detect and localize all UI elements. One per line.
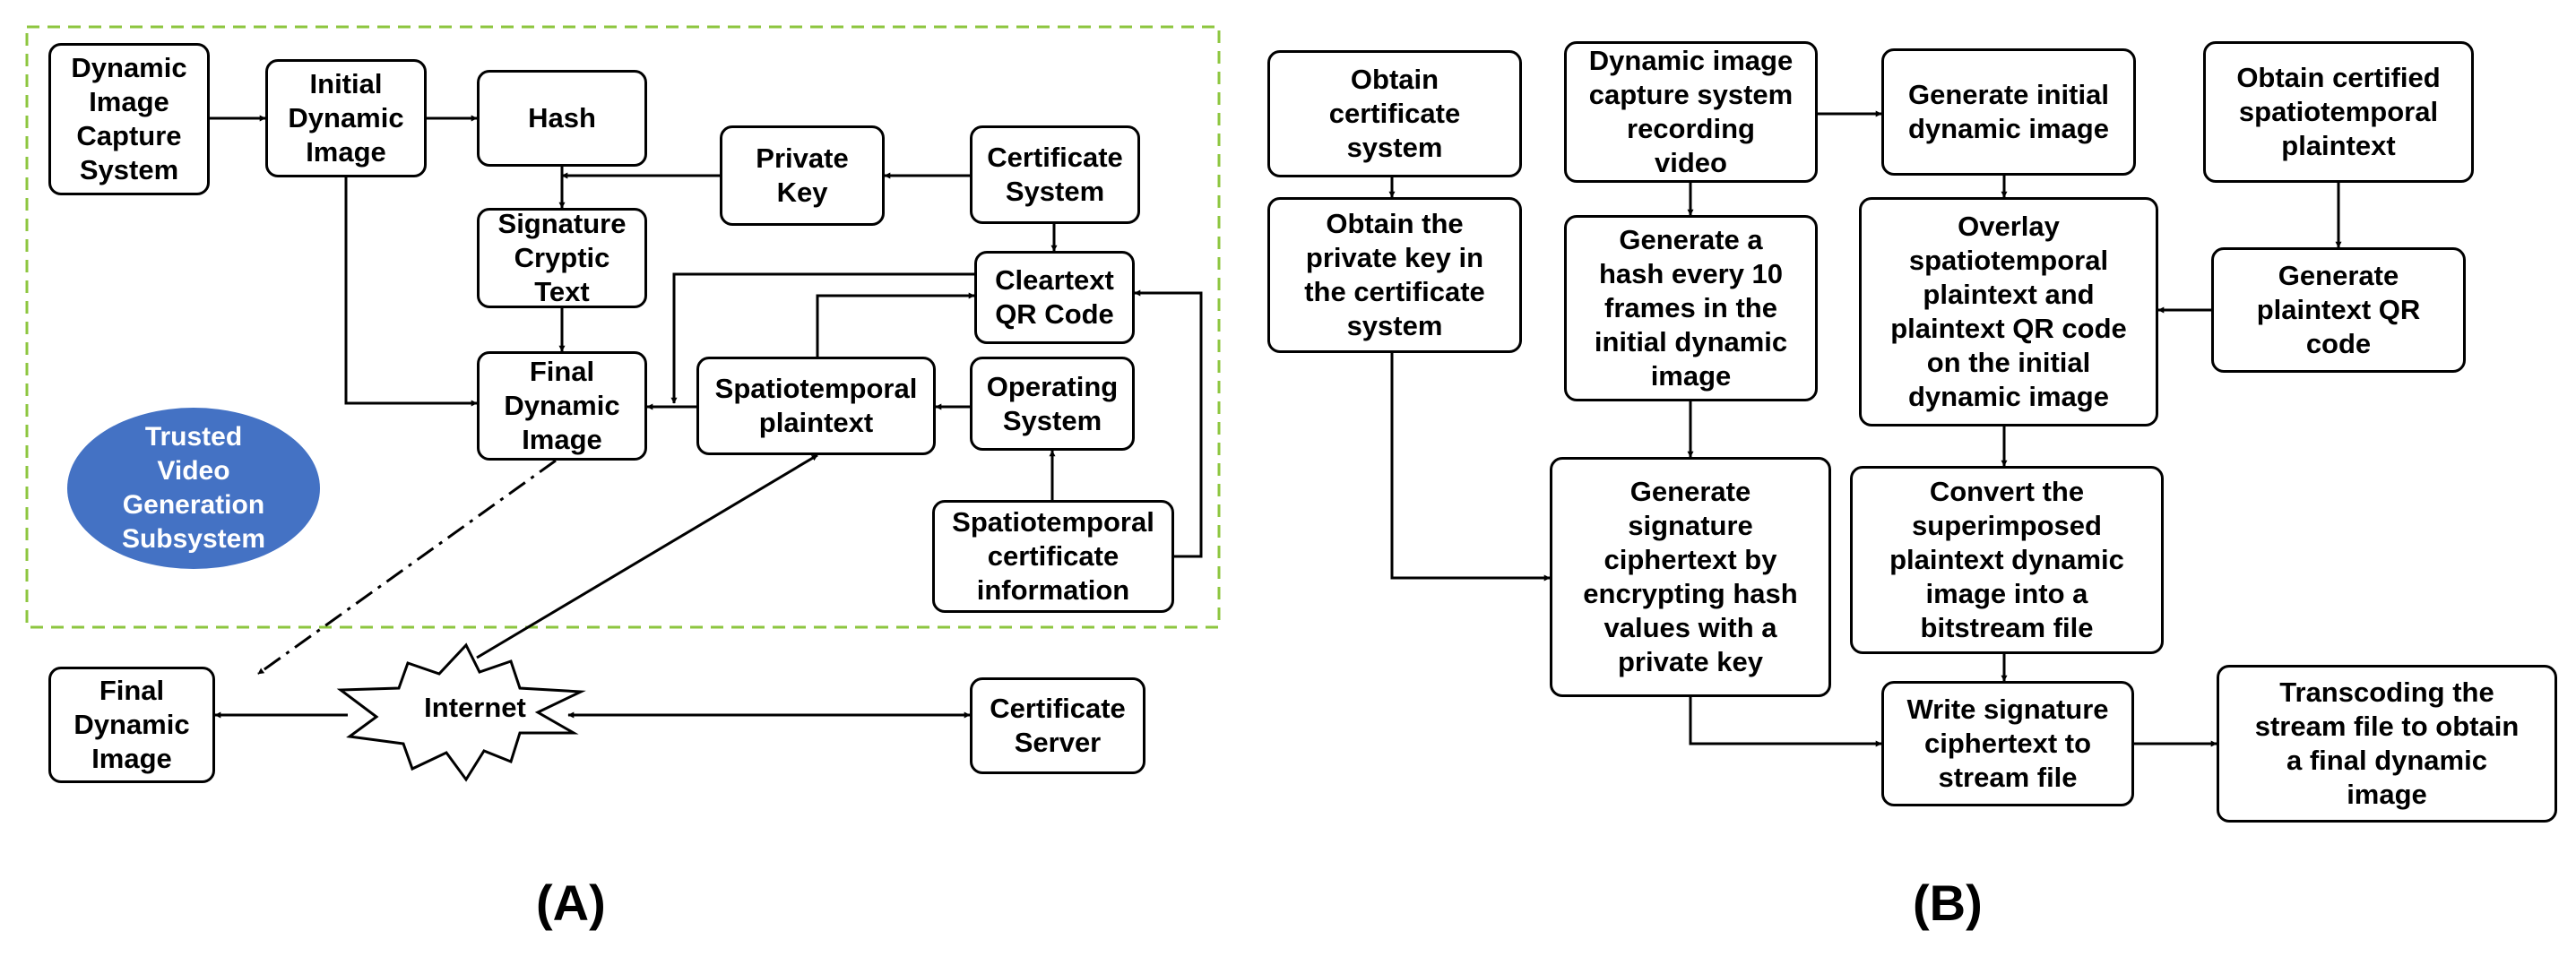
box-write-signature-label: Write signature ciphertext to stream fil…	[1906, 694, 2109, 793]
box-final-image-output-label: Final Dynamic Image	[73, 675, 190, 774]
box-generate-signature-label: Generate signature ciphertext by encrypt…	[1583, 476, 1798, 677]
arrow-stinfo-to-qr	[1134, 289, 1203, 558]
box-certificate-server-label: Certificate Server	[990, 693, 1126, 758]
box-operating-system: Operating System	[970, 357, 1135, 451]
box-capture-system: Dynamic Image Capture System	[48, 43, 210, 195]
box-overlay-label: Overlay spatiotemporal plaintext and pla…	[1890, 211, 2127, 412]
box-convert-bitstream: Convert the superimposed plaintext dynam…	[1850, 466, 2164, 654]
box-transcode-label: Transcoding the stream file to obtain a …	[2254, 676, 2520, 810]
box-spatiotemporal-cert-info-label: Spatiotemporal certificate information	[952, 506, 1154, 606]
link-final-to-out	[257, 459, 557, 676]
box-hash-label: Hash	[528, 102, 596, 134]
box-final-image-output: Final Dynamic Image	[48, 667, 215, 783]
box-obtain-plaintext: Obtain certified spatiotemporal plaintex…	[2203, 41, 2474, 183]
box-private-key-label: Private Key	[756, 142, 849, 208]
box-generate-hash: Generate a hash every 10 frames in the i…	[1564, 215, 1818, 401]
box-record-video: Dynamic image capture system recording v…	[1564, 41, 1818, 183]
box-cleartext-qr-label: Cleartext QR Code	[995, 264, 1114, 330]
arrow-b-sig-to-write	[1689, 697, 1882, 747]
box-certificate-system: Certificate System	[970, 125, 1140, 224]
box-overlay: Overlay spatiotemporal plaintext and pla…	[1859, 197, 2158, 426]
box-transcode: Transcoding the stream file to obtain a …	[2217, 665, 2557, 823]
box-generate-qr-label: Generate plaintext QR code	[2256, 260, 2421, 359]
trusted-subsystem-label: Trusted Video Generation Subsystem	[121, 422, 266, 554]
box-signature-text: Signature Cryptic Text	[477, 208, 647, 308]
box-hash: Hash	[477, 70, 647, 167]
box-certificate-server: Certificate Server	[970, 677, 1145, 774]
internet-label: Internet	[424, 692, 526, 723]
box-generate-hash-label: Generate a hash every 10 frames in the i…	[1594, 224, 1788, 392]
arrow-b-key-to-sig	[1390, 353, 1551, 582]
box-spatiotemporal-plaintext: Spatiotemporal plaintext	[696, 357, 936, 455]
box-convert-bitstream-label: Convert the superimposed plaintext dynam…	[1889, 476, 2124, 643]
box-cleartext-qr: Cleartext QR Code	[974, 251, 1135, 344]
box-capture-system-label: Dynamic Image Capture System	[71, 52, 187, 185]
box-initial-image: Initial Dynamic Image	[265, 59, 427, 177]
box-final-image-label: Final Dynamic Image	[504, 356, 620, 455]
box-record-video-label: Dynamic image capture system recording v…	[1588, 45, 1794, 178]
box-spatiotemporal-cert-info: Spatiotemporal certificate information	[932, 500, 1174, 613]
arrow-initial-to-final	[344, 177, 478, 407]
subsystem-boundary	[25, 25, 1221, 629]
box-obtain-private-key-label: Obtain the private key in the certificat…	[1304, 208, 1485, 341]
link-internet-to-spatiotemporal	[476, 453, 818, 659]
box-final-image: Final Dynamic Image	[477, 351, 647, 461]
panel-a-label: (A)	[536, 875, 606, 931]
box-generate-qr: Generate plaintext QR code	[2211, 247, 2466, 373]
box-obtain-plaintext-label: Obtain certified spatiotemporal plaintex…	[2236, 62, 2441, 161]
box-private-key: Private Key	[720, 125, 885, 226]
arrow-spatiotemporal-to-qr	[816, 292, 975, 357]
panel-b-label: (B)	[1913, 875, 1983, 931]
box-certificate-system-label: Certificate System	[987, 142, 1123, 207]
trusted-subsystem-ellipse: Trusted Video Generation Subsystem	[67, 408, 320, 569]
box-obtain-certificate-label: Obtain certificate system	[1328, 64, 1461, 163]
box-signature-text-label: Signature Cryptic Text	[497, 208, 627, 307]
box-obtain-certificate: Obtain certificate system	[1267, 50, 1522, 177]
box-operating-system-label: Operating System	[986, 370, 1119, 436]
box-initial-image-label: Initial Dynamic Image	[288, 68, 404, 168]
box-spatiotemporal-plaintext-label: Spatiotemporal plaintext	[714, 373, 918, 438]
arrow-qr-to-final	[670, 272, 974, 404]
box-generate-initial: Generate initial dynamic image	[1881, 48, 2136, 176]
box-obtain-private-key: Obtain the private key in the certificat…	[1267, 197, 1522, 353]
box-generate-initial-label: Generate initial dynamic image	[1908, 79, 2109, 144]
box-write-signature: Write signature ciphertext to stream fil…	[1881, 681, 2134, 806]
internet-cloud-icon	[336, 642, 586, 782]
box-generate-signature: Generate signature ciphertext by encrypt…	[1550, 457, 1831, 697]
